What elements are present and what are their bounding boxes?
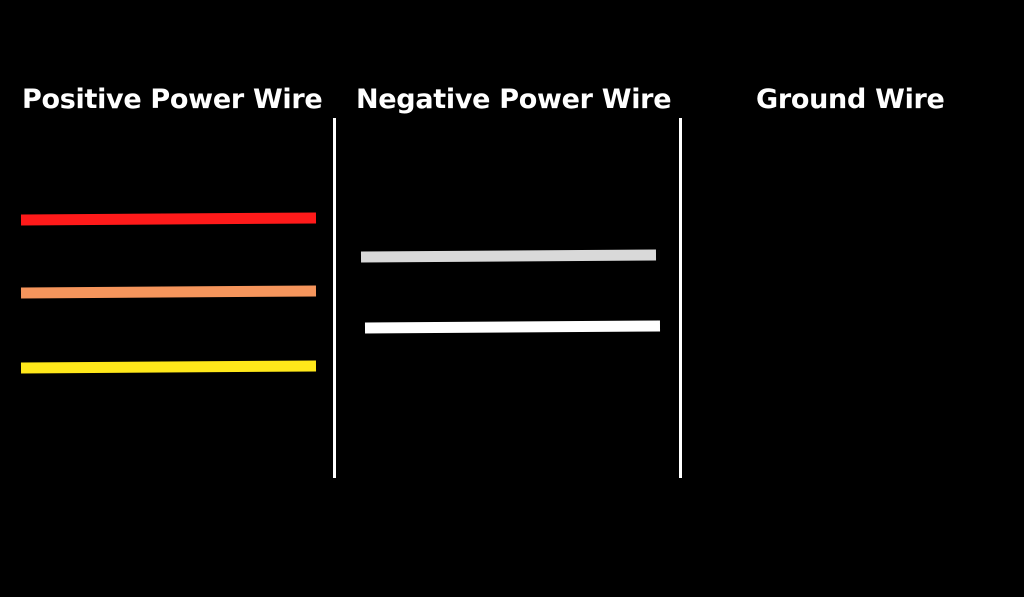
negative-wires-group bbox=[360, 249, 661, 334]
positive-orange-wire bbox=[20, 285, 317, 299]
positive-wires-group bbox=[20, 212, 317, 374]
negative-power-wire-heading: Negative Power Wire bbox=[356, 84, 672, 115]
positive-power-wire-heading: Positive Power Wire bbox=[22, 84, 323, 115]
positive-yellow-wire bbox=[20, 360, 317, 374]
negative-white-wire bbox=[364, 320, 661, 334]
column-divider-left bbox=[333, 118, 336, 478]
positive-red-wire bbox=[20, 212, 317, 226]
column-divider-right bbox=[679, 118, 682, 478]
negative-light-gray-wire bbox=[360, 249, 657, 263]
ground-wire-heading: Ground Wire bbox=[756, 84, 945, 115]
